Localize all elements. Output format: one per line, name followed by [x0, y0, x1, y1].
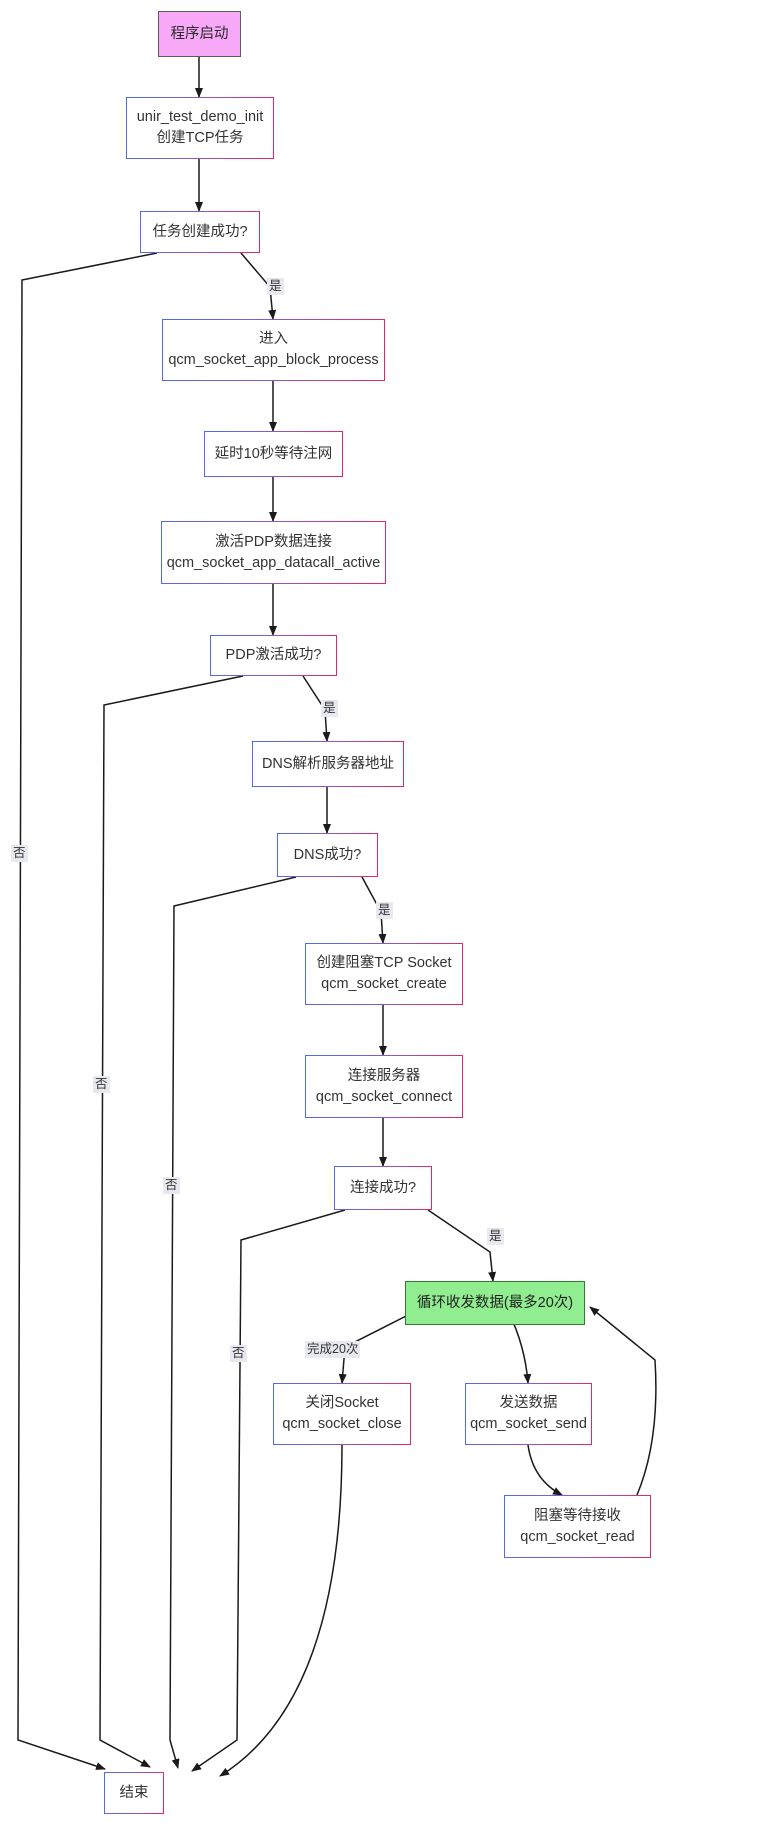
node-task-created-label: 任务创建成功? [152, 223, 248, 240]
edge-label-no-pdp-ok: 否 [93, 1076, 110, 1093]
node-socket-create[interactable]: 创建阻塞TCP Socket qcm_socket_create [305, 943, 463, 1005]
node-socket-connect[interactable]: 连接服务器 qcm_socket_connect [305, 1055, 463, 1118]
node-pdp-ok-label: PDP激活成功? [225, 647, 322, 663]
node-dns-resolve-label: DNS解析服务器地址 [261, 755, 395, 772]
node-socket-close-line-0: 关闭Socket [305, 1395, 379, 1411]
node-loop-send-receive[interactable]: 循环收发数据(最多20次) [405, 1281, 585, 1325]
node-socket-read-line-1: qcm_socket_read [520, 1528, 635, 1545]
node-block-process[interactable]: 进入 qcm_socket_app_block_process [162, 319, 385, 381]
node-block-process-line-0: 进入 [259, 331, 288, 347]
node-init-line-0: unir_test_demo_init [136, 109, 264, 125]
edge-label-yes-dns-ok: 是 [376, 902, 393, 919]
node-init[interactable]: unir_test_demo_init 创建TCP任务 [126, 97, 274, 159]
edge-label-no-connect-ok: 否 [230, 1345, 247, 1362]
node-delay-10s-label: 延时10秒等待注网 [214, 445, 333, 462]
node-end[interactable]: 结束 [104, 1772, 164, 1814]
node-dns-resolve[interactable]: DNS解析服务器地址 [252, 741, 404, 787]
node-pdp-activate[interactable]: 激活PDP数据连接 qcm_socket_app_datacall_active [161, 521, 386, 584]
node-socket-close[interactable]: 关闭Socket qcm_socket_close [273, 1383, 411, 1445]
node-dns-ok-label: DNS成功? [293, 846, 362, 863]
node-socket-create-line-0: 创建阻塞TCP Socket [316, 955, 452, 971]
edge-label-no-task-created: 否 [11, 845, 28, 862]
node-block-process-line-1: qcm_socket_app_block_process [168, 352, 379, 368]
node-loop-send-receive-label: 循环收发数据(最多20次) [416, 1294, 574, 1311]
node-pdp-activate-line-0: 激活PDP数据连接 [215, 533, 332, 550]
edge-label-yes-pdp-ok: 是 [321, 700, 338, 717]
node-socket-read[interactable]: 阻塞等待接收 qcm_socket_read [504, 1495, 651, 1558]
node-socket-close-line-1: qcm_socket_close [282, 1416, 402, 1432]
edge-label-no-dns-ok: 否 [163, 1177, 180, 1194]
node-dns-ok-decision[interactable]: DNS成功? [277, 833, 378, 877]
node-start-line-0: 程序启动 [170, 25, 229, 42]
edge-label-done-20-times: 完成20次 [305, 1341, 361, 1358]
node-task-created-decision[interactable]: 任务创建成功? [140, 211, 260, 253]
node-pdp-activate-line-1: qcm_socket_app_datacall_active [166, 554, 381, 571]
edge-label-yes-connect-ok: 是 [487, 1228, 504, 1245]
node-end-label: 结束 [119, 1784, 149, 1801]
node-pdp-ok-decision[interactable]: PDP激活成功? [210, 635, 337, 676]
node-socket-create-line-1: qcm_socket_create [321, 976, 447, 992]
node-socket-read-line-0: 阻塞等待接收 [534, 1507, 621, 1524]
node-start[interactable]: 程序启动 [158, 11, 241, 57]
node-socket-connect-line-1: qcm_socket_connect [315, 1088, 453, 1105]
edge-label-yes-task-created: 是 [267, 278, 284, 295]
node-socket-send[interactable]: 发送数据 qcm_socket_send [465, 1383, 592, 1445]
node-socket-send-line-0: 发送数据 [499, 1395, 558, 1411]
node-connect-ok-label: 连接成功? [349, 1179, 417, 1196]
node-connect-ok-decision[interactable]: 连接成功? [334, 1166, 432, 1210]
node-delay-10s[interactable]: 延时10秒等待注网 [204, 431, 343, 477]
node-socket-connect-line-0: 连接服务器 [347, 1067, 421, 1084]
node-init-line-1: 创建TCP任务 [156, 130, 244, 146]
node-socket-send-line-1: qcm_socket_send [470, 1416, 587, 1432]
